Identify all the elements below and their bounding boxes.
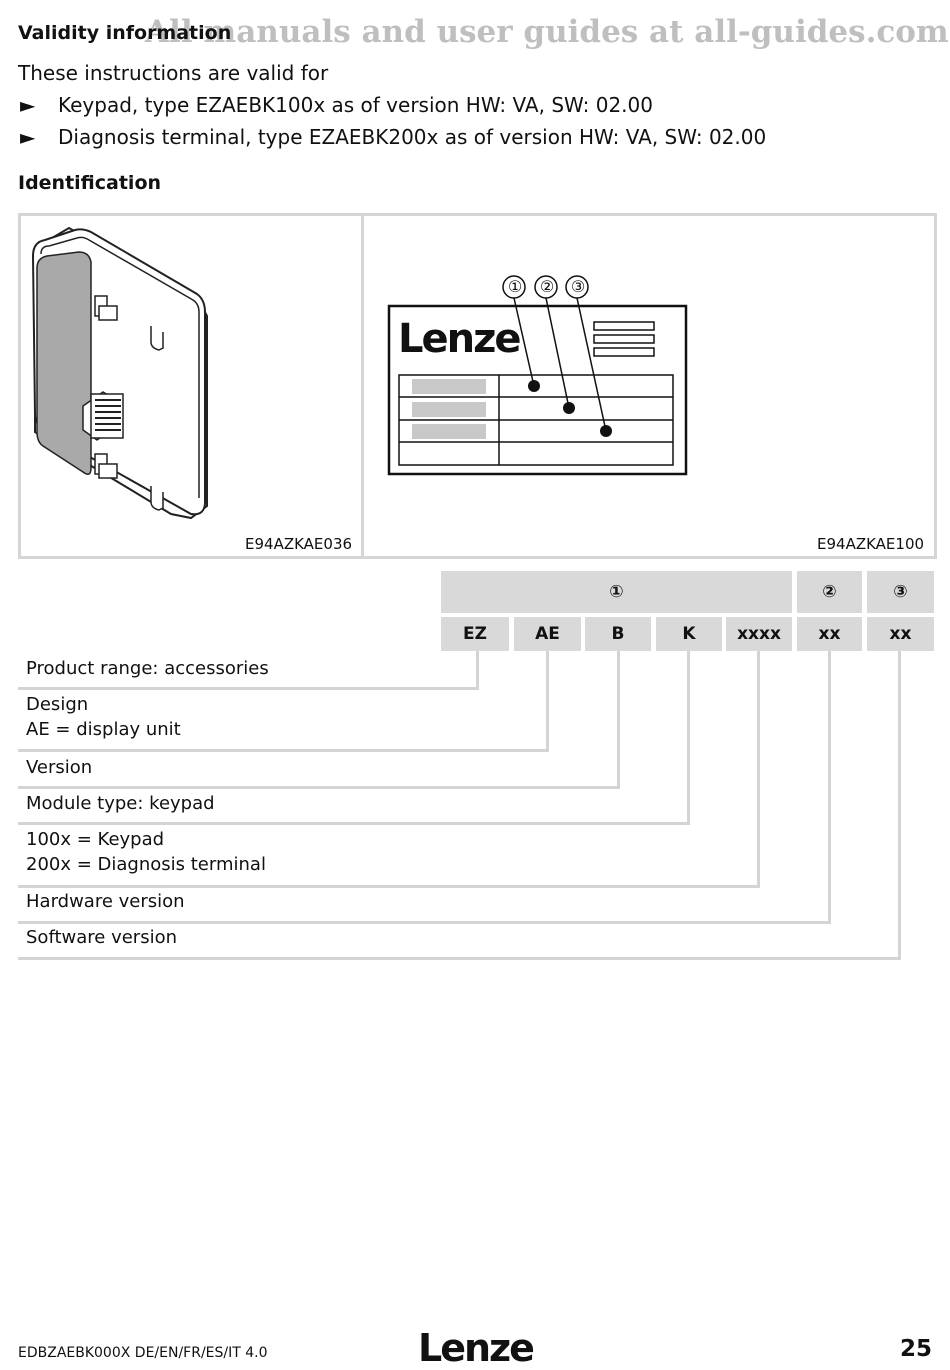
leader-line-hw [828, 651, 831, 923]
nameplate-figure-box: ① ② ③ Lenze E94AZKAE100 [361, 213, 937, 559]
desc-row-design: Design AE = display unit [18, 692, 549, 752]
group-header-3: ③ [867, 571, 934, 613]
code-part-hw: xx [797, 617, 862, 651]
footer-lenze-logo: Lenze [418, 1326, 535, 1370]
leader-line-b [617, 651, 620, 788]
desc-text: Software version [26, 927, 177, 948]
code-part-b: B [585, 617, 651, 651]
desc-text-line2: 200x = Diagnosis terminal [26, 854, 266, 875]
nameplate-lenze-logo: Lenze [398, 316, 522, 362]
desc-row-product-range: Product range: accessories [18, 656, 479, 690]
desc-row-variant: 100x = Keypad 200x = Diagnosis terminal [18, 827, 760, 888]
callout-1: ① [507, 277, 523, 296]
leader-line-xxxx [757, 651, 760, 887]
code-part-xxxx: xxxx [726, 617, 792, 651]
desc-text-line2: AE = display unit [26, 719, 181, 740]
validity-intro: These instructions are valid for [18, 61, 329, 85]
keypad-device-illustration [31, 226, 208, 520]
validity-title: Validity information [18, 22, 232, 44]
validity-item-label: Diagnosis terminal, type EZAEBK200x as o… [58, 125, 767, 149]
desc-text: Hardware version [26, 891, 185, 912]
desc-text: Version [26, 757, 93, 778]
validity-item-diagnosis-terminal: ► Diagnosis terminal, type EZAEBK200x as … [20, 125, 766, 149]
leader-line-k [687, 651, 690, 824]
figure-caption-left: E94AZKAE036 [245, 535, 353, 553]
callout-2: ② [539, 277, 555, 296]
code-part-ae: AE [514, 617, 581, 651]
leader-line-sw [898, 651, 901, 959]
desc-row-software-version: Software version [18, 925, 901, 960]
desc-row-hardware-version: Hardware version [18, 889, 831, 924]
identification-title: Identification [18, 172, 162, 194]
footer-logo-text: Lenze [418, 1326, 535, 1370]
validity-item-label: Keypad, type EZAEBK100x as of version HW… [58, 93, 653, 117]
group-header-2: ② [797, 571, 862, 613]
code-part-sw: xx [867, 617, 934, 651]
desc-row-version: Version [18, 755, 620, 789]
desc-row-module-type: Module type: keypad [18, 791, 690, 825]
desc-text: Module type: keypad [26, 793, 215, 814]
nameplate-illustration [387, 275, 688, 476]
desc-text: Product range: accessories [26, 658, 269, 679]
group-header-1: ① [441, 571, 792, 613]
footer-doc-id: EDBZAEBK000X DE/EN/FR/ES/IT 4.0 [18, 1345, 268, 1361]
desc-text: 100x = Keypad [26, 829, 165, 850]
watermark: All manuals and user guides at all-guide… [145, 14, 949, 50]
bullet-arrow-icon: ► [20, 93, 36, 117]
code-part-k: K [656, 617, 722, 651]
keypad-figure-box: E94AZKAE036 [18, 213, 364, 559]
page-number: 25 [899, 1336, 932, 1362]
validity-item-keypad: ► Keypad, type EZAEBK100x as of version H… [20, 93, 653, 117]
bullet-arrow-icon: ► [20, 125, 36, 149]
desc-text: Design [26, 694, 89, 715]
callout-3: ③ [570, 277, 586, 296]
figure-caption-right: E94AZKAE100 [817, 535, 925, 553]
code-part-ez: EZ [441, 617, 509, 651]
